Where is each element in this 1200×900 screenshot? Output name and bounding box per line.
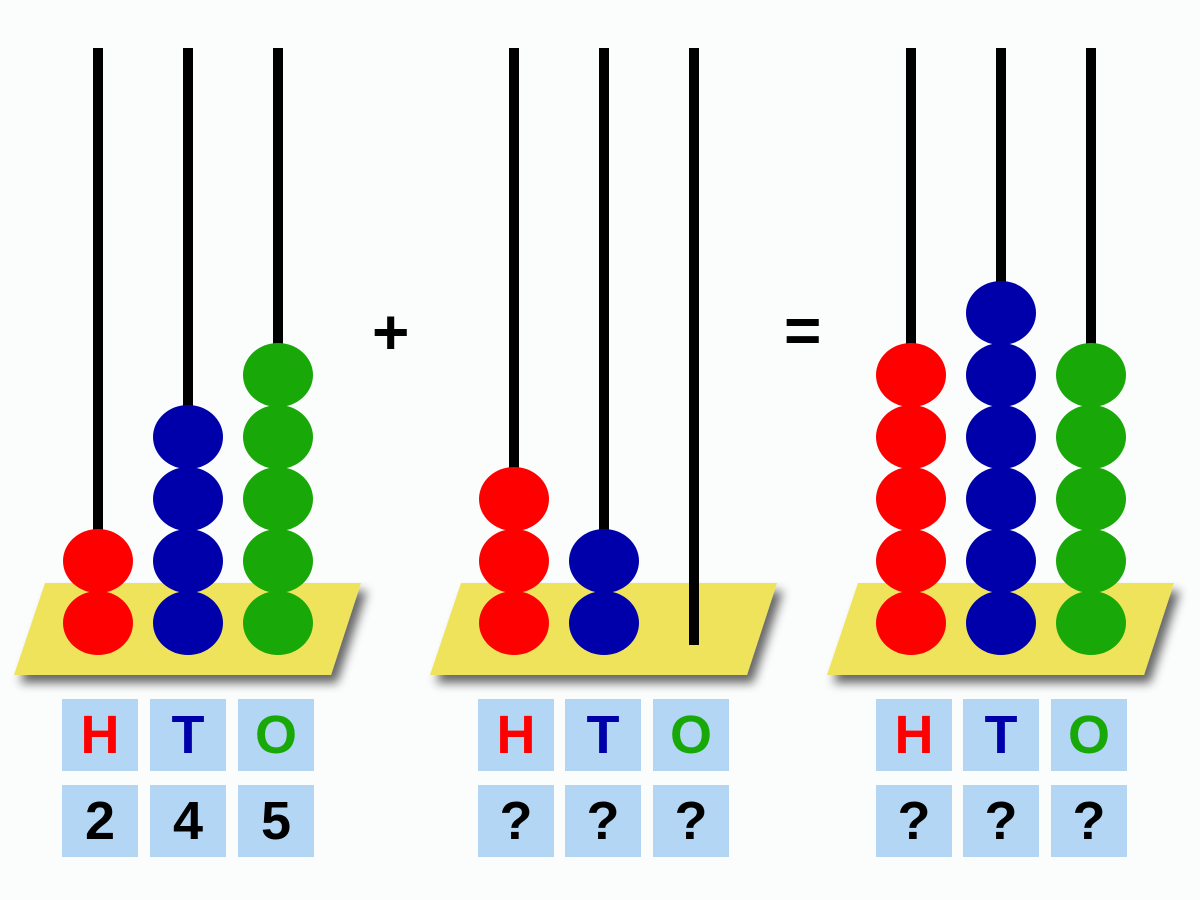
place-label-ones: O xyxy=(653,699,729,771)
tens-bead xyxy=(966,529,1036,593)
hundreds-bead xyxy=(876,405,946,469)
equals-sign: = xyxy=(784,294,822,366)
digit-box-hundreds: ? xyxy=(876,785,952,857)
hundreds-bead xyxy=(479,467,549,531)
hundreds-bead xyxy=(479,591,549,655)
tens-bead xyxy=(153,405,223,469)
tens-rod xyxy=(996,48,1006,313)
place-label-tens: T xyxy=(963,699,1039,771)
place-label-ones: O xyxy=(1051,699,1127,771)
hundreds-rod xyxy=(509,48,519,499)
hundreds-bead xyxy=(63,591,133,655)
place-label-tens: T xyxy=(150,699,226,771)
tens-bead xyxy=(966,467,1036,531)
place-label-ones: O xyxy=(238,699,314,771)
digit-box-hundreds: 2 xyxy=(62,785,138,857)
place-label-hundreds: H xyxy=(62,699,138,771)
hundreds-bead xyxy=(876,591,946,655)
ones-bead xyxy=(1056,529,1126,593)
tens-bead xyxy=(153,467,223,531)
digit-box-ones: ? xyxy=(1051,785,1127,857)
digit-box-ones: ? xyxy=(653,785,729,857)
ones-rod xyxy=(273,48,283,375)
ones-bead xyxy=(243,529,313,593)
place-label-hundreds: H xyxy=(876,699,952,771)
tens-bead xyxy=(569,591,639,655)
hundreds-rod xyxy=(93,48,103,561)
tens-bead xyxy=(153,591,223,655)
tens-bead xyxy=(966,281,1036,345)
hundreds-rod xyxy=(906,48,916,375)
place-label-tens: T xyxy=(565,699,641,771)
tens-bead xyxy=(966,591,1036,655)
ones-bead xyxy=(243,467,313,531)
hundreds-bead xyxy=(876,529,946,593)
digit-box-ones: 5 xyxy=(238,785,314,857)
tens-bead xyxy=(569,529,639,593)
tens-rod xyxy=(183,48,193,437)
hundreds-bead xyxy=(876,467,946,531)
hundreds-bead xyxy=(876,343,946,407)
ones-bead xyxy=(243,405,313,469)
ones-bead xyxy=(1056,467,1126,531)
ones-bead xyxy=(243,591,313,655)
digit-box-tens: 4 xyxy=(150,785,226,857)
plus-sign: + xyxy=(372,296,410,368)
ones-bead xyxy=(1056,343,1126,407)
hundreds-bead xyxy=(63,529,133,593)
hundreds-bead xyxy=(479,529,549,593)
ones-rod xyxy=(1086,48,1096,375)
ones-bead xyxy=(1056,405,1126,469)
tens-bead xyxy=(966,343,1036,407)
digit-box-hundreds: ? xyxy=(478,785,554,857)
ones-bead xyxy=(1056,591,1126,655)
ones-rod xyxy=(689,48,699,645)
ones-bead xyxy=(243,343,313,407)
digit-box-tens: ? xyxy=(963,785,1039,857)
place-label-hundreds: H xyxy=(478,699,554,771)
tens-bead xyxy=(966,405,1036,469)
digit-box-tens: ? xyxy=(565,785,641,857)
tens-bead xyxy=(153,529,223,593)
tens-rod xyxy=(599,48,609,561)
